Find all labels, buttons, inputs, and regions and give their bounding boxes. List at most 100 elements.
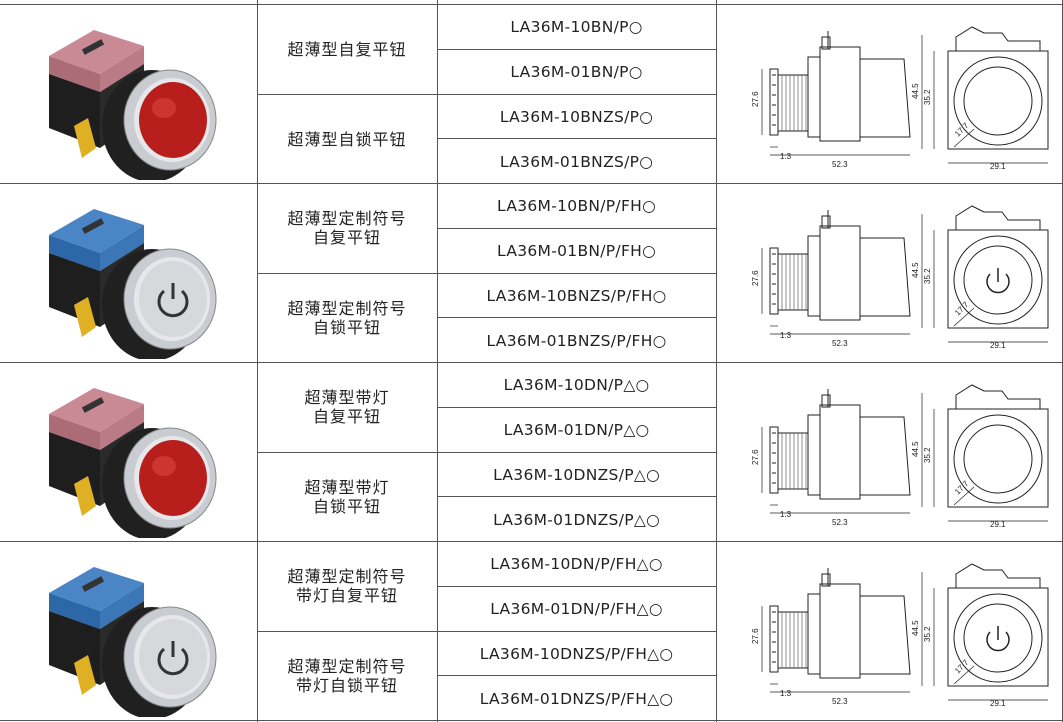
row-divider — [0, 4, 1063, 5]
contact-block-top — [49, 388, 144, 432]
front-view-button — [963, 424, 1033, 494]
series-name: 超薄型定制符号 带灯自复平钮 — [287, 567, 407, 605]
row-divider — [0, 720, 1063, 721]
side-view-body — [819, 583, 861, 679]
dimension-label: 44.5 — [911, 262, 920, 278]
dimension-label: 1.3 — [780, 152, 792, 161]
dimension-label: 44.5 — [911, 441, 920, 457]
product-photo — [49, 30, 217, 180]
side-view-body — [819, 225, 861, 321]
dimension-label: 29.1 — [990, 162, 1006, 171]
side-view-thread — [777, 253, 809, 311]
dimension-label: 29.1 — [990, 699, 1006, 708]
front-view-bezel — [953, 56, 1043, 146]
model-number: LA36M-01BN/P○ — [510, 62, 643, 81]
contact-block-side — [49, 414, 100, 450]
subrow-divider — [257, 631, 716, 632]
model-number: LA36M-01BNZS/P/FH○ — [486, 331, 667, 350]
model-number: LA36M-01DNZS/P/FH△○ — [479, 689, 674, 708]
series-name: 超薄型定制符号 自复平钮 — [287, 209, 407, 247]
dimension-label: 29.1 — [990, 520, 1006, 529]
model-number: LA36M-10BN/P○ — [510, 17, 643, 36]
side-view-body — [819, 404, 861, 500]
row-divider — [0, 362, 1063, 363]
front-view-frame — [947, 229, 1049, 329]
column-divider — [437, 0, 438, 722]
dimension-label: 27.6 — [751, 270, 760, 286]
terminal — [74, 118, 96, 158]
model-number: LA36M-01DN/P/FH△○ — [490, 599, 663, 618]
dimension-label: 35.2 — [923, 447, 932, 463]
front-view-terminal — [955, 205, 1041, 230]
terminal — [74, 476, 96, 516]
front-view-frame — [947, 408, 1049, 508]
dimension-label: 44.5 — [911, 83, 920, 99]
label-mark — [81, 39, 105, 55]
side-view-block — [859, 237, 911, 317]
product-photo — [49, 388, 217, 538]
side-view-block — [859, 416, 911, 496]
dimension-label: 27.6 — [751, 91, 760, 107]
model-number: LA36M-10DNZS/P△○ — [493, 465, 660, 484]
power-symbol-icon — [986, 631, 1010, 652]
terminal — [74, 655, 96, 695]
contact-block-side — [49, 593, 100, 629]
column-divider — [716, 0, 717, 722]
dimension-label: 52.3 — [832, 339, 848, 348]
side-view-mount — [807, 593, 821, 675]
dimension-label: 52.3 — [832, 518, 848, 527]
dimension-label: 1.3 — [780, 331, 792, 340]
subrow-divider — [437, 49, 716, 50]
model-number: LA36M-01BNZS/P○ — [499, 152, 654, 171]
model-number: LA36M-10BN/P/FH○ — [497, 196, 656, 215]
terminal — [74, 297, 96, 337]
series-name: 超薄型定制符号 带灯自锁平钮 — [287, 657, 407, 695]
series-name: 超薄型带灯 自锁平钮 — [304, 478, 390, 516]
red-button-face — [139, 82, 207, 158]
dimension-label: 35.2 — [923, 268, 932, 284]
contact-block-top — [49, 567, 144, 611]
model-number: LA36M-01BN/P/FH○ — [497, 241, 656, 260]
side-view-block — [859, 595, 911, 675]
side-view-thread — [777, 611, 809, 669]
contact-block-side — [49, 56, 100, 92]
subrow-divider — [257, 273, 716, 274]
dimension-drawing: 27.61.352.335.244.517.729.1 — [751, 384, 1049, 529]
model-number: LA36M-10BNZS/P/FH○ — [486, 286, 667, 305]
subrow-divider — [437, 496, 716, 497]
dimension-label: 17.7 — [953, 121, 971, 139]
subrow-divider — [437, 228, 716, 229]
front-view-button — [963, 66, 1033, 136]
series-name: 超薄型自锁平钮 — [287, 129, 407, 149]
side-view-mount — [807, 56, 821, 138]
dimension-label: 1.3 — [780, 510, 792, 519]
subrow-divider — [257, 452, 716, 453]
side-view-thread — [777, 74, 809, 132]
side-view-thread — [777, 432, 809, 490]
label-mark — [81, 576, 105, 592]
dimension-label: 17.7 — [953, 658, 971, 676]
dimension-label: 27.6 — [751, 449, 760, 465]
dimension-drawing: 27.61.352.335.244.517.729.1 — [751, 563, 1049, 708]
series-name: 超薄型定制符号 自锁平钮 — [287, 299, 407, 337]
label-mark — [81, 397, 105, 413]
dimension-label: 52.3 — [832, 697, 848, 706]
dimension-label: 35.2 — [923, 89, 932, 105]
model-number: LA36M-01DN/P△○ — [503, 420, 650, 439]
red-button-face — [139, 440, 207, 516]
dimension-label: 29.1 — [990, 341, 1006, 350]
row-divider — [0, 183, 1063, 184]
front-view-frame — [947, 50, 1049, 150]
contact-block-top — [49, 30, 144, 74]
subrow-divider — [437, 586, 716, 587]
dimension-drawing: 27.61.352.335.244.517.729.1 — [751, 26, 1049, 171]
side-view-block — [859, 58, 911, 138]
dimension-label: 44.5 — [911, 620, 920, 636]
front-view-terminal — [955, 26, 1041, 51]
side-view-body — [819, 46, 861, 142]
dimension-label: 1.3 — [780, 689, 792, 698]
dimension-label: 35.2 — [923, 626, 932, 642]
power-icon — [157, 289, 189, 318]
front-view-bezel — [953, 235, 1043, 325]
